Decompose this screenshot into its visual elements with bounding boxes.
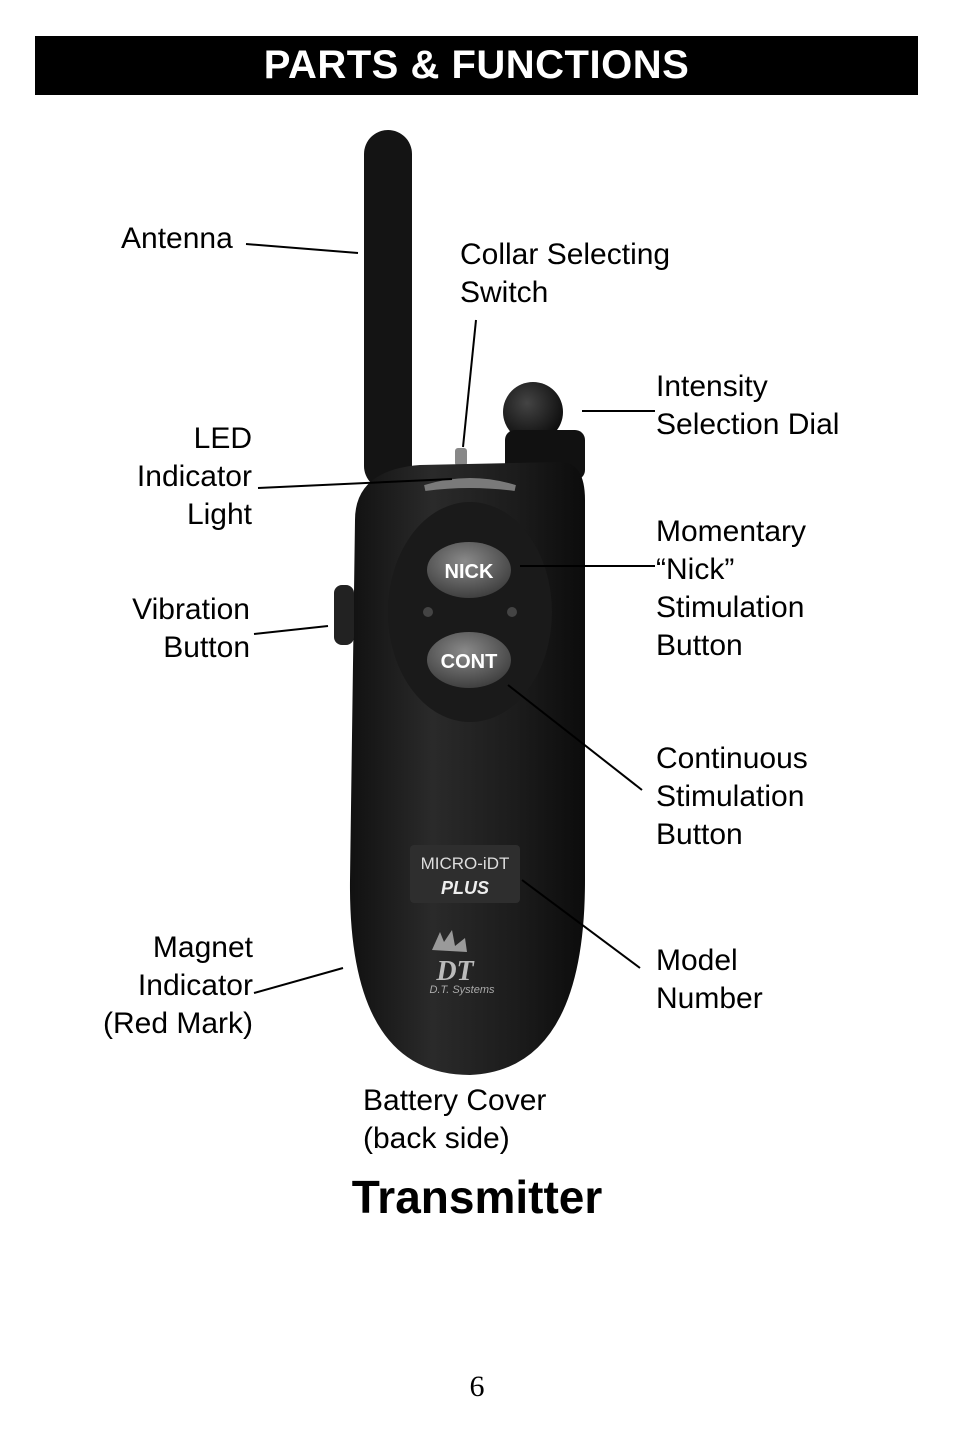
magnet-label: Magnet Indicator (Red Mark) [102,931,253,1040]
cont-button-label: CONT [441,651,498,673]
model-line-1: MICRO-iDT [421,854,510,873]
intensity-dial [503,382,563,442]
vibration-button [334,585,354,645]
page-number: 6 [469,1370,485,1403]
antenna-label: Antenna [121,222,233,255]
svg-text:D.T. Systems: D.T. Systems [430,984,495,996]
vibration-label: Vibration Button [132,593,250,664]
svg-text:DT: DT [435,956,475,987]
model-plate [410,845,520,903]
leader-lines [245,243,655,994]
led-label: LED Indicator Light [136,422,252,531]
collar-switch-label: Collar Selecting Switch [460,238,671,309]
page-title: PARTS & FUNCTIONS [263,43,690,87]
figure-caption: Transmitter [351,1171,603,1223]
intensity-dial-label: Intensity Selection Dial [656,370,840,441]
nick-button [427,542,511,598]
antenna [364,130,412,490]
header-bar: PARTS & FUNCTIONS [35,36,918,95]
led-indicator [424,478,516,491]
collar-switch [455,448,467,466]
nick-button-label-text: Momentary “Nick” Stimulation Button [656,515,807,662]
battery-cover-label: Battery Cover (back side) [363,1084,547,1155]
continuous-label: Continuous Stimulation Button [656,742,808,851]
model-number-label: Model Number [656,944,763,1015]
model-line-2: PLUS [441,878,489,898]
cont-button [427,632,511,688]
nick-button-label: NICK [445,561,494,583]
brand-logo: DT D.T. Systems [430,930,495,996]
